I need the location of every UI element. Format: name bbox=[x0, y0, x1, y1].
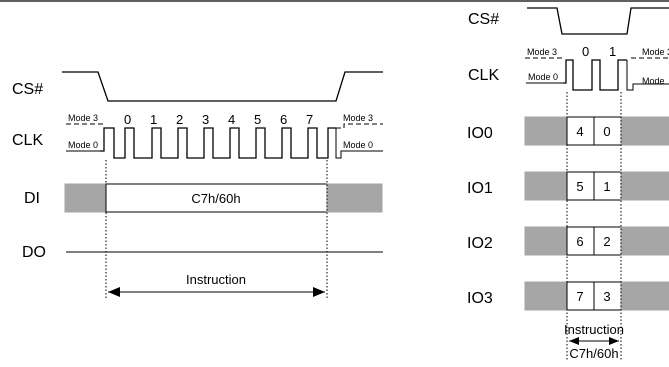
left-di-grey-right bbox=[326, 183, 383, 213]
right-io2-label: IO2 bbox=[467, 235, 493, 252]
right-mode-cut-label: Mode bbox=[642, 76, 665, 86]
right-io3-label: IO3 bbox=[467, 290, 493, 307]
left-diagram: CS# Mode 3 Mode 0 CLK 0 1 2 3 4 5 6 7 Mo… bbox=[12, 71, 383, 300]
right-io-value: 0 bbox=[603, 124, 610, 139]
right-io-value: 1 bbox=[603, 179, 610, 194]
right-clk-waveform bbox=[563, 59, 627, 91]
right-io2-grey-left bbox=[524, 226, 568, 256]
right-io2-box-0 bbox=[566, 226, 595, 256]
right-mode3-right-cut: Mode 3 bbox=[642, 47, 669, 57]
left-mode0-label: Mode 0 bbox=[68, 140, 98, 150]
left-clk-num: 1 bbox=[150, 112, 157, 127]
right-io-value: 6 bbox=[576, 234, 583, 249]
right-clk-num: 0 bbox=[582, 44, 589, 59]
left-cs-label: CS# bbox=[12, 81, 43, 98]
left-mode3-label: Mode 3 bbox=[68, 113, 98, 123]
right-io-value: 2 bbox=[603, 234, 610, 249]
left-mode3-right-label: Mode 3 bbox=[343, 113, 373, 123]
left-clk-num: 4 bbox=[228, 112, 235, 127]
left-clk-num: 2 bbox=[176, 112, 183, 127]
left-clk-label: CLK bbox=[12, 132, 43, 149]
left-di-box bbox=[105, 183, 328, 213]
left-clk-num: 6 bbox=[280, 112, 287, 127]
left-arrowhead-right bbox=[313, 287, 325, 297]
left-mode3-right-dashed bbox=[336, 123, 383, 129]
right-instruction-label: Instruction bbox=[564, 322, 624, 337]
right-io3-grey-left bbox=[524, 281, 568, 311]
right-mode0-label: Mode 0 bbox=[528, 72, 558, 82]
left-clock-numbers: 0 1 2 3 4 5 6 7 bbox=[124, 112, 313, 127]
right-io1-grey-left bbox=[524, 171, 568, 201]
right-io1-grey-right bbox=[620, 171, 669, 201]
left-di-value: C7h/60h bbox=[191, 191, 240, 206]
right-instruction-value: C7h/60h bbox=[569, 346, 618, 361]
right-io3-box-1 bbox=[593, 281, 622, 311]
right-arrowhead-right bbox=[609, 337, 619, 345]
right-io1-box-0 bbox=[566, 171, 595, 201]
right-io3-grey-right bbox=[620, 281, 669, 311]
right-io0-box-0 bbox=[566, 116, 595, 146]
right-io1-label: IO1 bbox=[467, 180, 493, 197]
left-instruction-label: Instruction bbox=[186, 272, 246, 287]
right-diagram: CS# Mode 3 Mode 0 CLK 0 1 Mode 3 Mode IO… bbox=[467, 7, 669, 361]
right-cs-waveform bbox=[527, 7, 669, 35]
right-io1-box-1 bbox=[593, 171, 622, 201]
right-io-value: 4 bbox=[576, 124, 583, 139]
left-di-label: DI bbox=[24, 190, 40, 207]
right-arrowhead-left bbox=[569, 337, 579, 345]
left-clk-num: 5 bbox=[254, 112, 261, 127]
right-io-value: 5 bbox=[576, 179, 583, 194]
left-clk-num: 7 bbox=[306, 112, 313, 127]
left-clk-waveform bbox=[100, 127, 336, 159]
right-io0-grey-left bbox=[524, 116, 568, 146]
right-io0-label: IO0 bbox=[467, 125, 493, 142]
right-io2-box-1 bbox=[593, 226, 622, 256]
right-clk-label: CLK bbox=[468, 67, 499, 84]
right-io-value: 7 bbox=[576, 289, 583, 304]
left-mode0-right-label: Mode 0 bbox=[343, 140, 373, 150]
right-mode3-right-bg bbox=[640, 45, 669, 57]
right-io-value: 3 bbox=[603, 289, 610, 304]
right-mode0-right-line bbox=[626, 60, 669, 91]
right-mode3-label: Mode 3 bbox=[527, 47, 557, 57]
left-do-label: DO bbox=[22, 244, 46, 261]
right-io0-grey-right bbox=[620, 116, 669, 146]
left-arrowhead-left bbox=[108, 287, 120, 297]
left-clk-num: 3 bbox=[202, 112, 209, 127]
left-mode0-right-line bbox=[335, 128, 383, 159]
right-io2-grey-right bbox=[620, 226, 669, 256]
left-cs-waveform bbox=[62, 71, 383, 102]
left-di-grey-left bbox=[64, 183, 107, 213]
right-cs-label: CS# bbox=[468, 11, 499, 28]
right-clk-num: 1 bbox=[609, 44, 616, 59]
left-clk-num: 0 bbox=[124, 112, 131, 127]
